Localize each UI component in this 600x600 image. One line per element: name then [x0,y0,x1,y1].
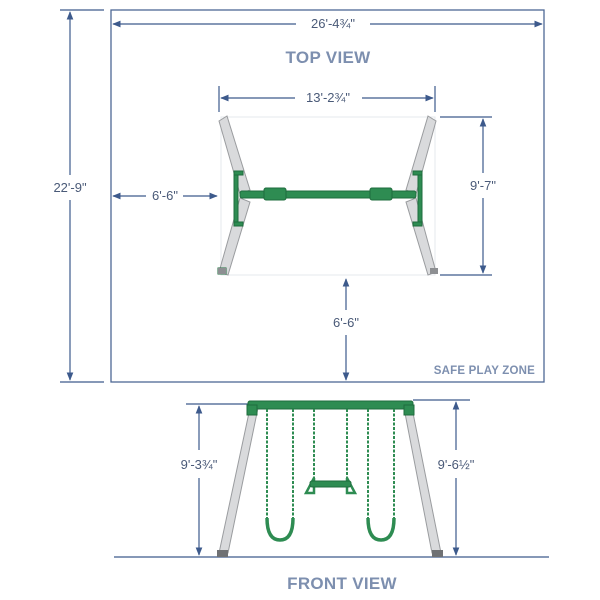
frame-depth-label: 9'-7" [470,178,496,193]
frame-footprint [220,116,436,276]
overall-width-dimension: 26'-4¾" [112,16,543,31]
top-view-frame [217,115,438,276]
frame-width-dimension: 13'-2¾" [218,86,436,112]
frame-depth-dimension: 9'-7" [440,116,496,276]
top-view: 26'-4¾" TOP VIEW 22'-9" 13'-2¾" [53,9,545,383]
left-height-dimension: 9'-3¾" [181,403,248,556]
side-clearance-label: 6'-6" [152,188,178,203]
overall-width-label: 26'-4¾" [311,16,355,31]
overall-depth-dimension: 22'-9" [53,9,104,383]
left-height-label: 9'-3¾" [181,457,218,472]
front-clearance-label: 6'-6" [333,315,359,330]
right-height-dimension: 9'-6½" [413,399,475,556]
trapeze-bar [303,409,358,495]
overall-depth-label: 22'-9" [53,180,87,195]
top-view-title: TOP VIEW [286,48,372,67]
frame-width-label: 13'-2¾" [306,90,350,105]
side-clearance-dimension: 6'-6" [112,188,218,203]
front-view-frame [217,400,443,557]
belt-swing-left [265,409,295,542]
safe-play-zone-label: SAFE PLAY ZONE [434,365,535,377]
right-height-label: 9'-6½" [438,457,475,472]
top-beam [247,400,414,410]
safe-play-zone-boundary [110,9,545,383]
front-clearance-dimension: 6'-6" [333,278,359,381]
front-view: 9'-3¾" 9'-6½" [114,399,549,593]
belt-swing-right [366,409,396,542]
front-view-title: FRONT VIEW [287,574,397,593]
